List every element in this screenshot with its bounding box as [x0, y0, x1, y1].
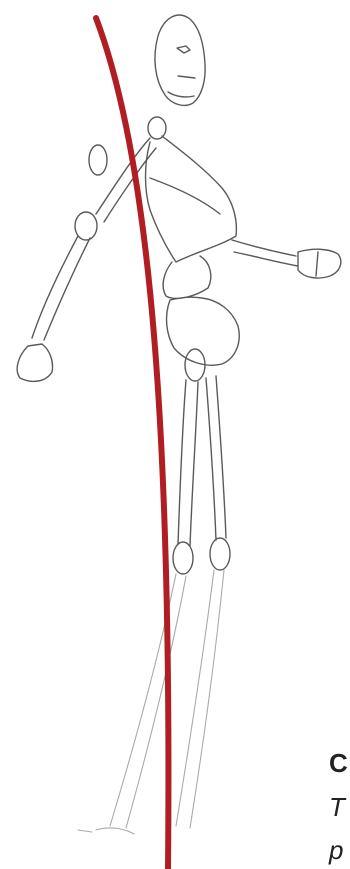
caption-line-fragment-2: p — [329, 835, 343, 866]
thigh-left-2 — [190, 382, 198, 546]
thigh-right — [206, 378, 216, 540]
lower-legs-sketch — [78, 570, 224, 834]
shin-right-2 — [190, 570, 224, 828]
torso — [146, 136, 237, 262]
back-forearm — [32, 236, 78, 338]
line-of-action — [96, 18, 168, 869]
mouth — [178, 76, 195, 78]
heading-fragment: C — [329, 748, 348, 779]
caption-line-fragment-1: T — [329, 792, 345, 823]
jaw — [168, 92, 194, 97]
shoulder-joint — [148, 117, 166, 139]
shin-left-2 — [126, 576, 186, 828]
figure-sketch — [17, 15, 341, 574]
head — [155, 15, 205, 105]
knee-right — [210, 538, 230, 570]
eye — [177, 46, 190, 53]
torso-crease — [150, 178, 220, 214]
pelvis — [163, 256, 211, 298]
front-hand-detail — [316, 252, 318, 276]
foot-left — [96, 828, 134, 834]
thigh-left — [178, 380, 186, 544]
shin-right — [176, 570, 214, 826]
back-hand — [17, 344, 52, 381]
hip-joint — [185, 349, 205, 381]
foot-left-2 — [78, 830, 92, 832]
thigh-right-2 — [216, 376, 226, 538]
knee-left — [173, 542, 193, 574]
front-hand — [298, 249, 341, 278]
back-shoulder — [89, 145, 107, 175]
